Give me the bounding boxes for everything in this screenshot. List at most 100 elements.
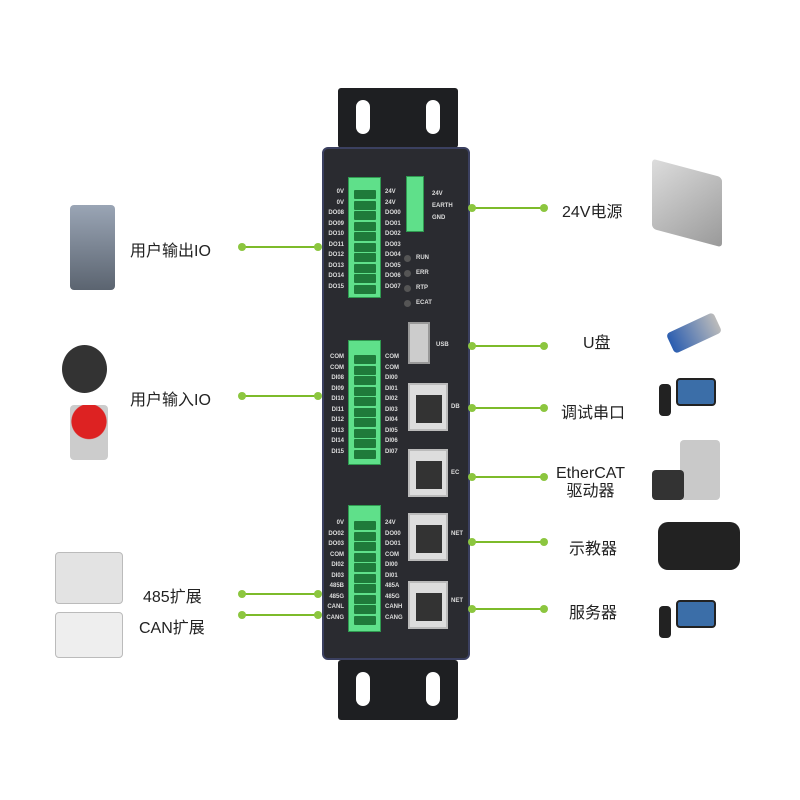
power-pin-label: EARTH (432, 203, 453, 209)
terminal-label: 0V (336, 189, 344, 195)
terminal-label: CANL (327, 604, 344, 610)
label-teach-pendant: 示教器 (569, 541, 618, 558)
terminal-pin (354, 542, 376, 551)
terminal-pin (354, 232, 376, 241)
terminal-label: DI15 (331, 448, 344, 455)
label-power: 24V电源 (562, 204, 623, 221)
terminal-label: DI02 (385, 396, 398, 402)
terminal-label: DO11 (328, 241, 344, 248)
terminal-label: DO07 (385, 283, 401, 290)
connector-line (243, 593, 317, 595)
terminal-label: CANG (385, 614, 403, 621)
label-input-io: 用户输入IO (130, 392, 211, 409)
connector-dot (540, 473, 548, 481)
terminal-label: CANH (385, 604, 403, 610)
terminal-pin (354, 386, 376, 396)
terminal-pin (354, 242, 376, 252)
terminal-pin (354, 365, 376, 375)
label-output-io: 用户输出IO (130, 243, 211, 260)
connector-dot (468, 204, 476, 212)
terminal-label: COM (385, 551, 399, 558)
connector-dot (238, 590, 246, 598)
connector-line (472, 345, 545, 347)
connector-dot (314, 243, 322, 251)
connector-dot (468, 473, 476, 481)
mount-hole (426, 672, 440, 706)
terminal-label: DO09 (328, 220, 344, 227)
terminal-label: 485A (385, 583, 400, 589)
terminal-label: DI00 (385, 375, 398, 381)
emergency-stop-image (70, 405, 108, 460)
encoder-image (62, 345, 107, 393)
terminal-label: DO01 (385, 541, 401, 547)
servo-drive-image (680, 440, 720, 500)
connector-line (472, 476, 545, 478)
terminal-label: DI14 (331, 438, 344, 444)
terminal-label: DO03 (385, 241, 401, 248)
connector-line (472, 608, 545, 610)
label-server: 服务器 (569, 605, 618, 622)
terminal-pin (354, 355, 376, 364)
terminal-pin (354, 211, 376, 220)
connector-line (472, 541, 545, 543)
terminal-label: DO00 (385, 530, 401, 537)
terminal-block (348, 505, 381, 632)
terminal-label: DI06 (385, 438, 398, 444)
terminal-label: DI08 (331, 375, 344, 381)
terminal-pin (354, 428, 376, 438)
terminal-pin (354, 274, 376, 283)
terminal-label: DO10 (328, 231, 344, 237)
terminal-pin (354, 449, 376, 459)
terminal-block (348, 340, 381, 465)
terminal-label: DO00 (385, 210, 401, 216)
terminal-label: DI00 (385, 562, 398, 568)
led-label: ERR (416, 270, 429, 276)
monitor-image (676, 378, 716, 406)
servo-motor-image (652, 470, 684, 500)
terminal-label: 24V (385, 199, 396, 206)
terminal-label: 485G (385, 593, 400, 600)
label-485: 485扩展 (143, 589, 202, 606)
power-supply-image (652, 158, 722, 248)
terminal-label: DO04 (385, 252, 401, 258)
terminal-label: 24V (385, 520, 396, 526)
port-label: NET (451, 598, 463, 604)
terminal-label: DI09 (331, 385, 344, 392)
connector-dot (540, 538, 548, 546)
power-pin-label: GND (432, 215, 446, 221)
mount-hole (426, 100, 440, 134)
power-terminal (406, 176, 424, 232)
connector-dot (468, 404, 476, 412)
terminal-label: DO01 (385, 220, 401, 227)
connector-dot (314, 590, 322, 598)
terminal-pin (354, 284, 376, 294)
monitor-image (676, 600, 716, 628)
terminal-label: COM (330, 354, 344, 360)
terminal-label: DO13 (328, 262, 344, 269)
terminal-label: DI05 (385, 427, 398, 434)
terminal-pin (354, 594, 376, 604)
connector-dot (540, 605, 548, 613)
terminal-pin (354, 521, 376, 530)
terminal-label: DI07 (385, 448, 398, 455)
terminal-label: DI12 (331, 417, 344, 423)
terminal-label: DO06 (385, 273, 401, 279)
terminal-label: DI03 (331, 572, 344, 579)
terminal-label: DO05 (385, 262, 401, 269)
terminal-label: 0V (336, 199, 344, 206)
terminal-label: DO02 (328, 530, 344, 537)
port-label: EC (451, 470, 460, 476)
terminal-pin (354, 221, 376, 231)
label-usb-disk: U盘 (583, 335, 611, 352)
terminal-pin (354, 573, 376, 583)
terminal-label: DO14 (328, 273, 344, 279)
pc-tower-image (659, 606, 671, 638)
connector-line (243, 246, 317, 248)
terminal-label: DI10 (331, 396, 344, 402)
gripper-image (70, 205, 115, 290)
label-ethercat-line2: 驱动器 (566, 483, 615, 500)
led-label: RTP (416, 285, 428, 291)
usb-port (408, 322, 430, 364)
terminal-pin (354, 263, 376, 273)
